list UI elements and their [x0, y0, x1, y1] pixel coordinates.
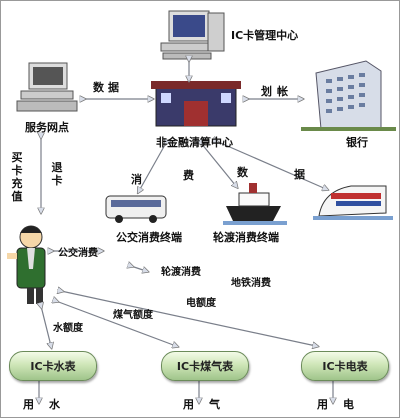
- flow-data-2: 据: [108, 81, 119, 94]
- ic-center-computer-icon: [160, 10, 225, 60]
- water-meter-box: IC卡水表: [9, 351, 97, 381]
- flow-subway-consume: 地铁消费: [231, 278, 271, 289]
- flow-consume-3: 数: [237, 166, 248, 179]
- elec-meter-box: IC卡电表: [301, 351, 389, 381]
- usage-elec-1: 用: [317, 398, 328, 411]
- gas-meter-box: IC卡煤气表: [161, 351, 249, 381]
- usage-water-2: 水: [49, 398, 60, 411]
- flow-consume-2: 费: [183, 169, 194, 182]
- ic-center-label: IC卡管理中心: [231, 29, 299, 42]
- flow-data-1: 数: [93, 81, 104, 94]
- person-icon: [7, 225, 46, 304]
- bus-terminal-label: 公交消费终端: [116, 231, 182, 244]
- flow-transfer-2: 帐: [277, 85, 288, 98]
- bus-icon: [105, 195, 167, 223]
- flow-buy-card: 买卡充值: [11, 151, 23, 203]
- ship-icon: [223, 183, 287, 225]
- flow-return-card: 退卡: [51, 161, 63, 187]
- usage-water-1: 用: [23, 398, 34, 411]
- flow-consume-4: 据: [294, 168, 305, 181]
- flow-gas-quota: 煤气额度: [113, 310, 153, 321]
- flow-transfer-1: 划: [261, 85, 272, 98]
- clearing-center-label: 非金融清算中心: [156, 136, 233, 149]
- flow-bus-consume: 公交消费: [58, 248, 98, 259]
- flow-water-quota: 水额度: [53, 323, 83, 334]
- service-point-label: 服务网点: [25, 121, 69, 134]
- bank-label: 银行: [346, 136, 368, 149]
- usage-elec-2: 电: [343, 398, 354, 411]
- usage-gas-2: 气: [209, 398, 220, 411]
- clearing-center-building-icon: [151, 81, 241, 127]
- usage-gas-1: 用: [183, 398, 194, 411]
- bank-building-icon: [301, 60, 396, 131]
- ferry-terminal-label: 轮渡消费终端: [213, 231, 279, 244]
- service-point-computer-icon: [16, 62, 78, 112]
- subway-train-icon: [313, 185, 393, 220]
- flow-ferry-consume: 轮渡消费: [161, 267, 201, 278]
- flow-arrows: [39, 59, 333, 401]
- flow-elec-quota: 电额度: [186, 298, 216, 309]
- flow-consume-1: 消: [131, 173, 142, 186]
